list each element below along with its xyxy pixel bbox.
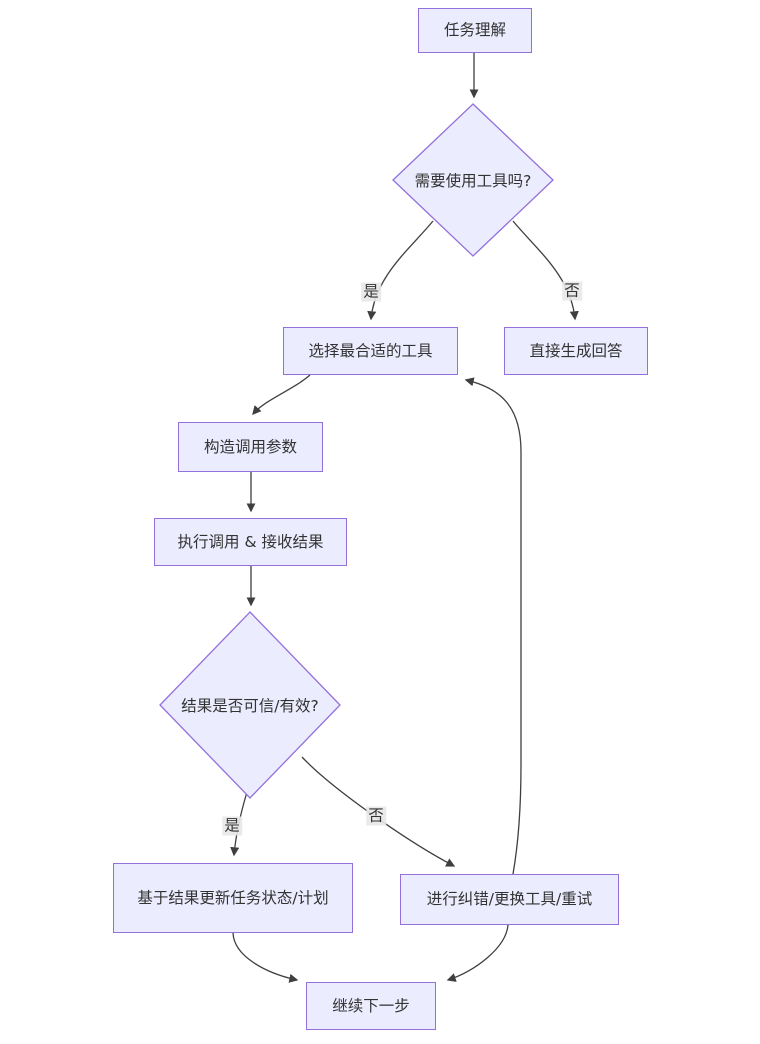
edge-label-need-tool-yes: 是 xyxy=(361,282,381,302)
node-exec-call: 执行调用 & 接收结果 xyxy=(154,518,347,566)
node-next-step: 继续下一步 xyxy=(306,982,436,1030)
node-update-task-label: 基于结果更新任务状态/计划 xyxy=(137,888,329,907)
edge-label-result-valid-no: 否 xyxy=(366,806,386,826)
decision-result-valid-label: 结果是否可信/有效? xyxy=(181,697,319,715)
decision-need-tool-shape xyxy=(392,103,554,257)
edge-choose-tool-to-build-params xyxy=(252,374,311,416)
node-retry: 进行纠错/更换工具/重试 xyxy=(400,874,619,925)
edge-retry-to-next-step xyxy=(446,924,509,982)
node-direct-answer: 直接生成回答 xyxy=(504,327,648,375)
edge-label-need-tool-no: 否 xyxy=(562,281,582,301)
node-choose-tool: 选择最合适的工具 xyxy=(283,327,458,375)
node-task-understanding: 任务理解 xyxy=(418,8,532,53)
node-update-task: 基于结果更新任务状态/计划 xyxy=(113,863,353,933)
edge-need-tool-no-to-direct-answer xyxy=(512,220,579,321)
decision-result-valid-shape xyxy=(159,611,341,799)
node-build-params: 构造调用参数 xyxy=(178,422,323,472)
edge-update-task-to-next-step xyxy=(232,932,299,983)
edge-need-tool-yes-to-choose-tool xyxy=(367,220,434,321)
decision-need-tool-label: 需要使用工具吗? xyxy=(414,172,532,190)
edge-label-result-valid-yes: 是 xyxy=(222,816,242,836)
edge-retry-to-choose-tool xyxy=(464,377,522,875)
